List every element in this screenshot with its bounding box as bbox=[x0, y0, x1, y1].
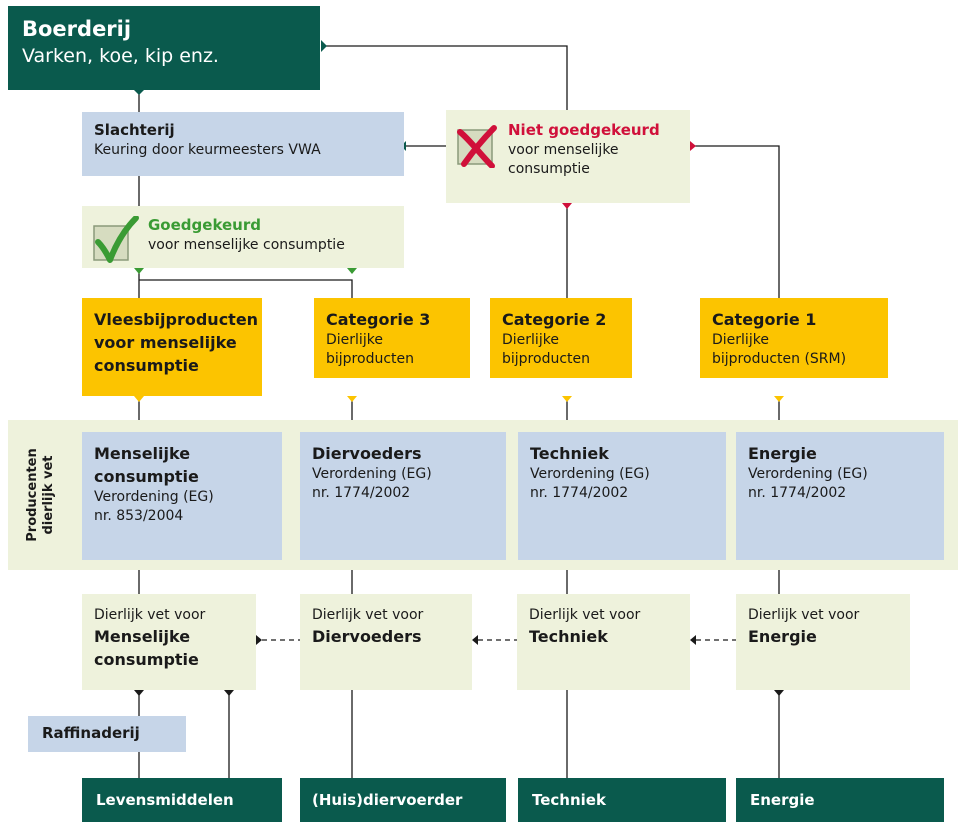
approved-box: Goedgekeurd voor menselijke consumptie bbox=[82, 206, 404, 268]
output-label: (Huis)diervoerder bbox=[312, 791, 463, 809]
regulation-title-line: consumptie bbox=[94, 467, 199, 486]
output-food: Levensmiddelen bbox=[82, 778, 282, 822]
output-label: Energie bbox=[750, 791, 815, 809]
rejected-title: Niet goedgekeurd bbox=[508, 121, 660, 139]
output-energy: Energie bbox=[736, 778, 944, 822]
farm-title: Boerderij bbox=[22, 17, 132, 41]
approved-subtitle: voor menselijke consumptie bbox=[148, 237, 345, 253]
fat-title: Techniek bbox=[529, 627, 608, 646]
category-3-line1: Dierlijke bbox=[326, 332, 383, 348]
regulation-line2: nr. 1774/2002 bbox=[530, 485, 629, 501]
output-pet-food: (Huis)diervoerder bbox=[300, 778, 506, 822]
rejected-subtitle-2: consumptie bbox=[508, 161, 590, 177]
category-2-line2: bijproducten bbox=[502, 351, 590, 367]
farm-subtitle: Varken, koe, kip enz. bbox=[22, 45, 219, 67]
slaughterhouse-title: Slachterij bbox=[94, 121, 175, 139]
category-1-line2: bijproducten (SRM) bbox=[712, 351, 847, 367]
category-3-box: Categorie 3 Dierlijke bijproducten bbox=[314, 298, 470, 378]
fat-technical: Dierlijk vet voor Techniek bbox=[517, 594, 690, 690]
fat-title-line: consumptie bbox=[94, 650, 199, 669]
fat-prefix: Dierlijk vet voor bbox=[529, 607, 641, 623]
regulation-title: Techniek bbox=[530, 444, 609, 463]
category-title-line: voor menselijke bbox=[94, 333, 237, 352]
producers-label-line1: Producenten bbox=[25, 448, 40, 542]
regulation-line2: nr. 1774/2002 bbox=[748, 485, 847, 501]
fat-animal-feed: Dierlijk vet voor Diervoeders bbox=[300, 594, 472, 690]
category-title-line: consumptie bbox=[94, 356, 199, 375]
category-3-line2: bijproducten bbox=[326, 351, 414, 367]
approved-title: Goedgekeurd bbox=[148, 216, 261, 234]
category-1-line1: Dierlijke bbox=[712, 332, 769, 348]
regulation-title-line: Menselijke bbox=[94, 444, 191, 463]
regulation-title: Diervoeders bbox=[312, 444, 422, 463]
regulation-human-consumption: Menselijke consumptie Verordening (EG) n… bbox=[82, 432, 282, 560]
fat-prefix: Dierlijk vet voor bbox=[94, 607, 206, 623]
category-1-title: Categorie 1 bbox=[712, 310, 817, 329]
producers-label-line2: dierlijk vet bbox=[41, 455, 56, 535]
regulation-line1: Verordening (EG) bbox=[748, 466, 868, 482]
producers-label: Producenten dierlijk vet bbox=[25, 445, 59, 545]
fat-title: Diervoeders bbox=[312, 627, 422, 646]
farm-box: Boerderij Varken, koe, kip enz. bbox=[8, 6, 320, 90]
regulation-energy: Energie Verordening (EG) nr. 1774/2002 bbox=[736, 432, 944, 560]
regulation-line1: Verordening (EG) bbox=[312, 466, 432, 482]
regulation-technical: Techniek Verordening (EG) nr. 1774/2002 bbox=[518, 432, 726, 560]
fat-title: Energie bbox=[748, 627, 817, 646]
fat-prefix: Dierlijk vet voor bbox=[748, 607, 860, 623]
category-1-box: Categorie 1 Dierlijke bijproducten (SRM) bbox=[700, 298, 888, 378]
category-human-consumption: Vleesbijproducten voor menselijke consum… bbox=[82, 298, 262, 396]
category-title-line: Vleesbijproducten bbox=[94, 310, 259, 329]
rejected-subtitle-1: voor menselijke bbox=[508, 142, 619, 158]
fat-title-line: Menselijke bbox=[94, 627, 191, 646]
fat-energy: Dierlijk vet voor Energie bbox=[736, 594, 910, 690]
output-technical: Techniek bbox=[518, 778, 726, 822]
output-label: Techniek bbox=[532, 791, 606, 809]
slaughterhouse-box: Slachterij Keuring door keurmeesters VWA bbox=[82, 112, 404, 176]
cross-icon bbox=[456, 124, 497, 169]
refinery-box: Raffinaderij bbox=[28, 716, 186, 752]
fat-human-consumption: Dierlijk vet voor Menselijke consumptie bbox=[82, 594, 256, 690]
category-3-title: Categorie 3 bbox=[326, 310, 431, 329]
slaughterhouse-subtitle: Keuring door keurmeesters VWA bbox=[94, 142, 321, 158]
category-2-box: Categorie 2 Dierlijke bijproducten bbox=[490, 298, 632, 378]
checkmark-icon bbox=[92, 215, 139, 264]
regulation-line2: nr. 853/2004 bbox=[94, 508, 184, 524]
output-label: Levensmiddelen bbox=[96, 791, 234, 809]
refinery-title: Raffinaderij bbox=[42, 724, 140, 742]
regulation-title: Energie bbox=[748, 444, 817, 463]
category-2-title: Categorie 2 bbox=[502, 310, 607, 329]
regulation-line2: nr. 1774/2002 bbox=[312, 485, 411, 501]
regulation-line1: Verordening (EG) bbox=[94, 489, 214, 505]
category-2-line1: Dierlijke bbox=[502, 332, 559, 348]
regulation-animal-feed: Diervoeders Verordening (EG) nr. 1774/20… bbox=[300, 432, 506, 560]
fat-prefix: Dierlijk vet voor bbox=[312, 607, 424, 623]
rejected-box: Niet goedgekeurd voor menselijke consump… bbox=[446, 110, 690, 203]
regulation-line1: Verordening (EG) bbox=[530, 466, 650, 482]
